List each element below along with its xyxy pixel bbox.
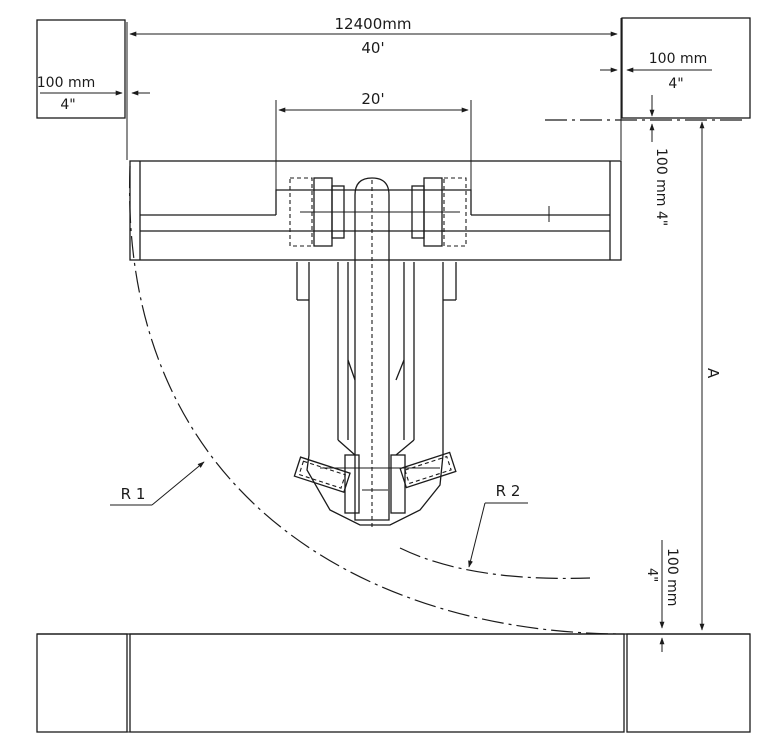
bottom-clearance-in-label: 4" <box>644 568 659 582</box>
inner-turning-radius-arc <box>399 547 591 579</box>
aisle-dimension-label: A <box>704 368 722 379</box>
r2-leader <box>468 502 528 568</box>
total-width-label: 12400mm <box>335 15 412 33</box>
outer-turning-radius-arc <box>129 165 621 635</box>
top-right-vertical-clearance <box>545 95 745 142</box>
spreader-lock-pads <box>289 177 467 247</box>
forklift-body <box>293 177 457 530</box>
top-right-clearance-label: 100 mm 4" <box>653 148 669 226</box>
bottom-clearance-label: 100 mm <box>664 548 680 606</box>
bottom-left-container <box>36 633 128 733</box>
total-width-dimension <box>126 18 622 160</box>
container-spreader <box>129 160 622 261</box>
spreader-width-dimension <box>275 100 472 190</box>
top-right-container <box>621 17 751 119</box>
total-width-ft-label: 40' <box>361 39 384 57</box>
right-clearance-label: 100 mm <box>649 51 707 67</box>
left-clearance-in-label: 4" <box>60 97 75 113</box>
bottom-center-container <box>127 633 625 733</box>
left-clearance-label: 100 mm <box>37 75 95 91</box>
bottom-right-container <box>626 633 751 733</box>
top-left-container <box>36 19 126 119</box>
spreader-width-label: 20' <box>361 90 384 108</box>
right-clearance-in-label: 4" <box>668 76 683 92</box>
r1-label: R 1 <box>121 485 146 503</box>
r1-leader <box>110 461 205 506</box>
r2-label: R 2 <box>496 482 521 500</box>
